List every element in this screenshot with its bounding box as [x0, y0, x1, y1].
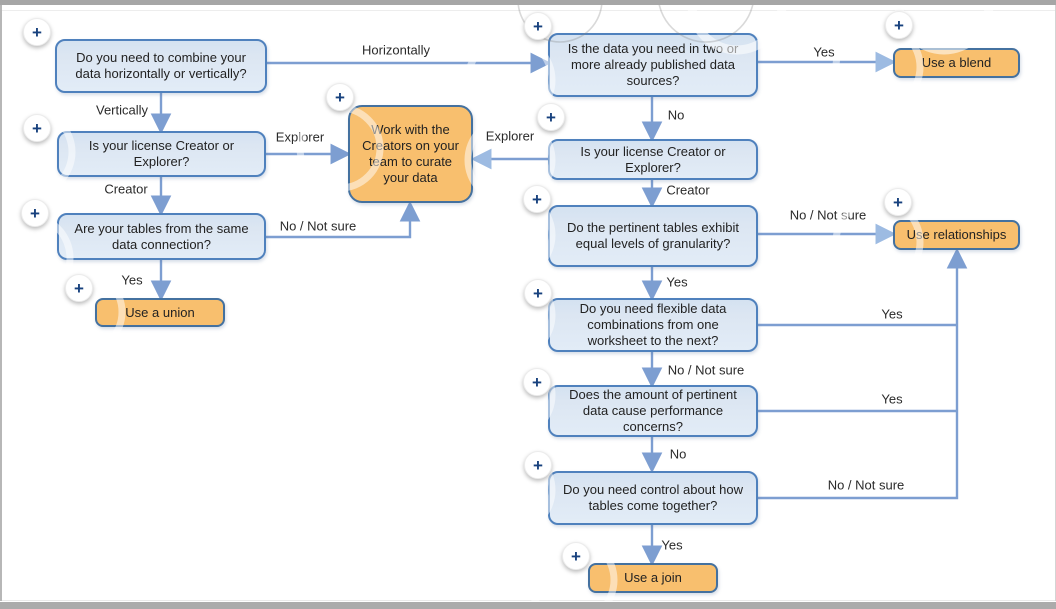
expand-button-combine[interactable]: + — [23, 18, 51, 46]
frame-left-border — [0, 5, 2, 601]
node-label: Do you need control about how tables com… — [563, 482, 743, 513]
expand-button-license-left[interactable]: + — [23, 114, 51, 142]
node-label: Use a join — [624, 570, 682, 586]
node-label: Work with the Creators on your team to c… — [362, 122, 459, 185]
expand-button-license-right[interactable]: + — [537, 103, 565, 131]
edge-label-yes-union: Yes — [121, 272, 143, 288]
edge-label-yes-granularity: Yes — [666, 274, 688, 290]
frame-bottom-border — [0, 602, 1056, 609]
node-license-right-question: Is your license Creator or Explorer? — [548, 139, 758, 180]
edge-label-no-not-sure-control: No / Not sure — [827, 477, 905, 493]
edge-label-yes-flexible: Yes — [881, 306, 903, 322]
edge-label-explorer-left: Explorer — [275, 129, 325, 145]
edge-label-no-not-sure-flexible: No / Not sure — [667, 362, 745, 378]
node-same-connection-question: Are your tables from the same data conne… — [57, 213, 266, 260]
expand-button-control[interactable]: + — [524, 451, 552, 479]
expand-button-same-connection[interactable]: + — [21, 199, 49, 227]
node-curate-data: Work with the Creators on your team to c… — [348, 105, 473, 203]
node-label: Is your license Creator or Explorer? — [580, 143, 726, 175]
frame-top-border — [0, 0, 1056, 5]
node-use-join: Use a join — [588, 563, 718, 593]
edge-label-no-not-sure-granularity: No / Not sure — [789, 207, 867, 223]
edge-label-yes-control: Yes — [661, 537, 683, 553]
node-flexible-combinations-question: Do you need flexible data combinations f… — [548, 298, 758, 352]
node-use-relationships: Use relationships — [893, 220, 1020, 250]
node-use-blend: Use a blend — [893, 48, 1020, 78]
node-granularity-question: Do the pertinent tables exhibit equal le… — [548, 205, 758, 267]
node-label: Do the pertinent tables exhibit equal le… — [567, 220, 739, 251]
node-label: Use a blend — [921, 55, 992, 71]
edge-label-vertically: Vertically — [95, 102, 149, 118]
node-label: Do you need to combine your data horizon… — [75, 50, 247, 81]
expand-button-use-blend[interactable]: + — [885, 11, 913, 39]
expand-button-granularity[interactable]: + — [523, 185, 551, 213]
node-label: Use relationships — [906, 227, 1007, 243]
edge-label-creator-left: Creator — [104, 181, 148, 197]
edge-label-creator-right: Creator — [666, 182, 710, 198]
node-label: Does the amount of pertinent data cause … — [569, 387, 737, 434]
node-label: Is the data you need in two or more alre… — [567, 41, 739, 88]
edge-label-no-not-sure-left: No / Not sure — [279, 218, 357, 234]
expand-button-flexible[interactable]: + — [524, 279, 552, 307]
edge-label-yes-performance: Yes — [881, 391, 903, 407]
expand-button-use-relationships[interactable]: + — [884, 188, 912, 216]
node-label: Is your license Creator or Explorer? — [88, 138, 235, 169]
node-label: Use a union — [125, 304, 195, 320]
node-label: Are your tables from the same data conne… — [74, 220, 249, 252]
edge-label-yes-blend: Yes — [813, 44, 835, 60]
node-control-question: Do you need control about how tables com… — [548, 471, 758, 525]
edge-label-no-performance: No — [669, 446, 687, 462]
expand-button-curate[interactable]: + — [326, 83, 354, 111]
expand-button-use-union[interactable]: + — [65, 274, 93, 302]
expand-button-performance[interactable]: + — [523, 368, 551, 396]
expand-button-published-sources[interactable]: + — [524, 12, 552, 40]
node-published-sources-question: Is the data you need in two or more alre… — [548, 33, 758, 97]
edge-label-horizontally: Horizontally — [362, 42, 430, 58]
node-license-left-question: Is your license Creator or Explorer? — [57, 131, 266, 177]
node-combine-question: Do you need to combine your data horizon… — [55, 39, 267, 93]
edge-label-explorer-right: Explorer — [485, 128, 535, 144]
node-performance-question: Does the amount of pertinent data cause … — [548, 385, 758, 437]
expand-button-use-join[interactable]: + — [562, 542, 590, 570]
edge-label-no-published: No — [667, 107, 685, 123]
node-use-union: Use a union — [95, 298, 225, 327]
frame-inner-line — [0, 10, 1056, 11]
frame-inner-line-bottom — [0, 600, 1056, 601]
node-label: Do you need flexible data combinations f… — [579, 301, 727, 348]
